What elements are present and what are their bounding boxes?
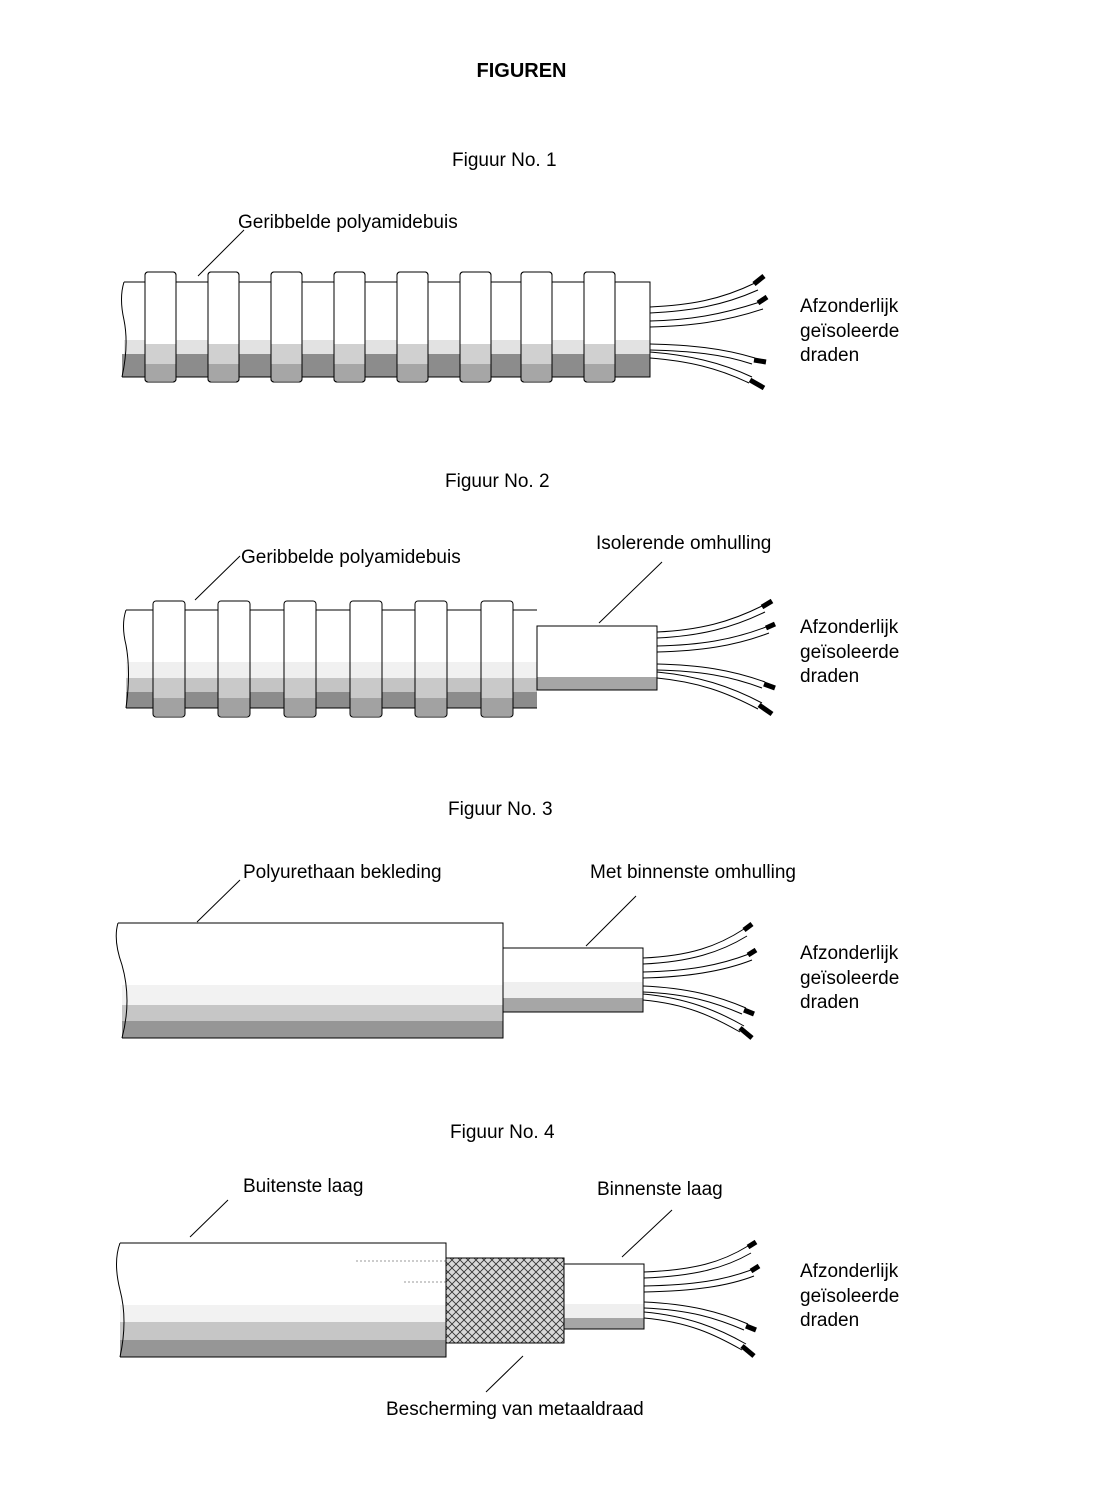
insulating-sheath — [536, 625, 658, 691]
figure-1-tube-leader — [197, 229, 245, 277]
figure-4-outer-label: Buitenste laag — [243, 1176, 364, 1197]
figure-3-wires — [642, 922, 758, 1040]
metal-braid-shield — [445, 1257, 565, 1344]
page-title: FIGUREN — [476, 60, 567, 82]
tube-ribs — [144, 271, 616, 383]
figure-3-inner-leader — [585, 895, 637, 947]
figure-3-coating-label: Polyurethaan bekleding — [243, 862, 442, 883]
figure-3-caption: Figuur No. 3 — [448, 799, 553, 820]
inner-sheath — [502, 947, 644, 1013]
figure-4-inner-leader — [621, 1209, 673, 1258]
tube-ribs — [152, 600, 514, 718]
figure-4-wires — [643, 1239, 761, 1358]
figure-1-caption: Figuur No. 1 — [452, 150, 557, 171]
figure-2-tube-label: Geribbelde polyamidebuis — [241, 547, 461, 568]
figure-2-sheath-leader — [598, 561, 663, 624]
figure-2-caption: Figuur No. 2 — [445, 471, 550, 492]
figure-2-sheath-label: Isolerende omhulling — [596, 533, 772, 554]
figure-1-cable — [121, 229, 769, 391]
figure-4-shield-leader — [485, 1355, 524, 1393]
figure-2-wires — [656, 598, 777, 717]
figure-3-coating-leader — [196, 879, 241, 923]
inner-layer — [563, 1263, 645, 1330]
figure-4-cable — [116, 1199, 761, 1393]
figure-2-tube-leader — [194, 555, 241, 601]
figure-4-shield-label: Bescherming van metaaldraad — [386, 1399, 644, 1420]
figure-4-outer-leader — [189, 1199, 229, 1238]
figure-4-inner-label: Binnenste laag — [597, 1179, 723, 1200]
figure-2-cable — [123, 555, 777, 718]
figure-4-caption: Figuur No. 4 — [450, 1122, 555, 1143]
figure-3-inner-label: Met binnenste omhulling — [590, 862, 796, 883]
figure-3-cable — [115, 879, 758, 1040]
figure-1-wires — [649, 274, 769, 391]
figure-1-tube-label: Geribbelde polyamidebuis — [238, 212, 458, 233]
